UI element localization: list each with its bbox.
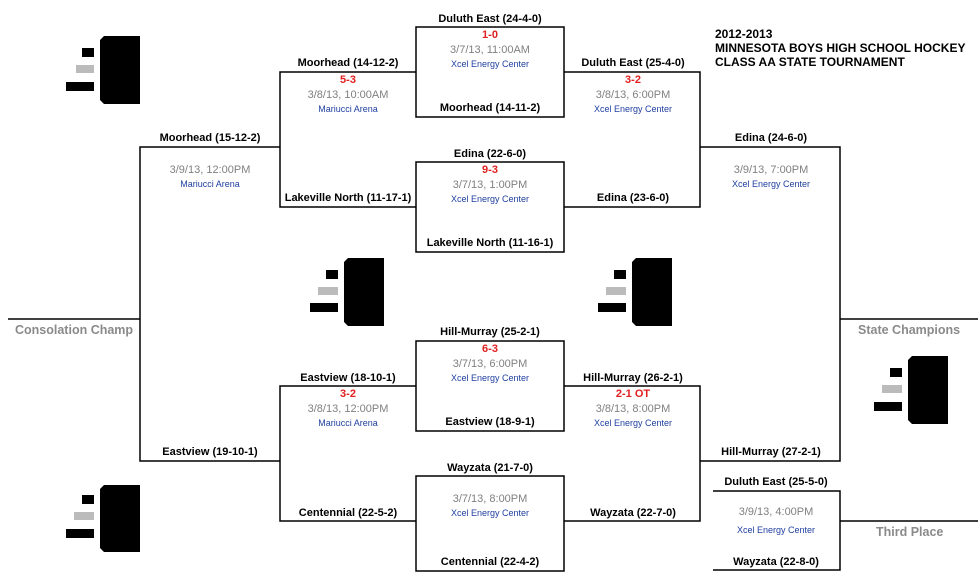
cs1-bottom-team: Lakeville North (11-17-1) bbox=[284, 192, 412, 204]
cs2-venue: Mariucci Arena bbox=[318, 418, 378, 428]
sf1-top-team: Duluth East (25-4-0) bbox=[581, 57, 685, 69]
sf2-top-team: Hill-Murray (26-2-1) bbox=[583, 372, 683, 384]
title-tournament: CLASS AA STATE TOURNAMENT bbox=[715, 55, 905, 69]
cs2-date: 3/8/13, 12:00PM bbox=[307, 403, 389, 415]
qf3-score: 6-3 bbox=[482, 343, 498, 355]
sf2-venue: Xcel Energy Center bbox=[593, 418, 673, 428]
qf1-score: 1-0 bbox=[482, 29, 498, 41]
sf1-venue: Xcel Energy Center bbox=[593, 104, 673, 114]
qf-box-4 bbox=[415, 475, 565, 572]
consolation-champ-label: Consolation Champ bbox=[15, 323, 134, 337]
title-league: MINNESOTA BOYS HIGH SCHOOL HOCKEY bbox=[715, 41, 966, 55]
cs2-score: 3-2 bbox=[340, 388, 356, 400]
qf4-venue: Xcel Energy Center bbox=[450, 508, 530, 518]
qf2-bottom-team: Lakeville North (11-16-1) bbox=[426, 237, 554, 249]
qf1-top-team: Duluth East (24-4-0) bbox=[438, 13, 542, 25]
trophy-icon bbox=[874, 356, 948, 424]
qf4-top-team: Wayzata (21-7-0) bbox=[447, 462, 533, 474]
cs2-top-team: Eastview (18-10-1) bbox=[300, 372, 396, 384]
qf3-bottom-team: Eastview (18-9-1) bbox=[445, 416, 535, 428]
third-bottom-team: Wayzata (22-8-0) bbox=[733, 556, 819, 568]
trophy-icon bbox=[310, 258, 384, 326]
sf1-score: 3-2 bbox=[625, 74, 641, 86]
cs1-score: 5-3 bbox=[340, 74, 356, 86]
qf2-top-team: Edina (22-6-0) bbox=[453, 148, 527, 160]
trophy-icon bbox=[598, 258, 672, 326]
qf1-bottom-team: Moorhead (14-11-2) bbox=[439, 102, 541, 114]
qf2-date: 3/7/13, 1:00PM bbox=[452, 179, 528, 191]
sf2-date: 3/8/13, 8:00PM bbox=[595, 403, 671, 415]
title-season: 2012-2013 bbox=[715, 27, 773, 41]
cs1-top-team: Moorhead (14-12-2) bbox=[297, 57, 399, 69]
sf1-date: 3/8/13, 6:00PM bbox=[595, 89, 671, 101]
sf1-bottom-team: Edina (23-6-0) bbox=[596, 192, 670, 204]
final-venue: Xcel Energy Center bbox=[731, 179, 811, 189]
cs1-venue: Mariucci Arena bbox=[318, 104, 378, 114]
final-date: 3/9/13, 7:00PM bbox=[733, 164, 809, 176]
cs2-bottom-team: Centennial (22-5-2) bbox=[298, 507, 398, 519]
qf4-bottom-team: Centennial (22-4-2) bbox=[440, 556, 540, 568]
third-date: 3/9/13, 4:00PM bbox=[738, 506, 814, 518]
state-champions-label: State Champions bbox=[858, 323, 961, 337]
cf-venue: Mariucci Arena bbox=[180, 179, 240, 189]
cf-bottom-team: Eastview (19-10-1) bbox=[162, 446, 258, 458]
trophy-icon bbox=[66, 36, 140, 104]
qf2-score: 9-3 bbox=[482, 164, 498, 176]
final-bottom-team: Hill-Murray (27-2-1) bbox=[721, 446, 821, 458]
qf2-venue: Xcel Energy Center bbox=[450, 194, 530, 204]
sf2-score: 2-1 OT bbox=[615, 388, 651, 400]
cf-top-team: Moorhead (15-12-2) bbox=[159, 132, 261, 144]
trophy-icon bbox=[66, 485, 140, 552]
qf3-top-team: Hill-Murray (25-2-1) bbox=[440, 326, 540, 338]
final-top-team: Edina (24-6-0) bbox=[734, 132, 808, 144]
third-venue: Xcel Energy Center bbox=[736, 525, 816, 535]
cs1-date: 3/8/13, 10:00AM bbox=[307, 89, 389, 101]
qf3-date: 3/7/13, 6:00PM bbox=[452, 358, 528, 370]
qf3-venue: Xcel Energy Center bbox=[450, 373, 530, 383]
qf1-date: 3/7/13, 11:00AM bbox=[450, 44, 530, 56]
cf-date: 3/9/13, 12:00PM bbox=[169, 164, 251, 176]
third-top-team: Duluth East (25-5-0) bbox=[724, 476, 828, 488]
sf2-bottom-team: Wayzata (22-7-0) bbox=[590, 507, 676, 519]
third-place-label: Third Place bbox=[876, 525, 944, 539]
qf1-venue: Xcel Energy Center bbox=[450, 59, 530, 69]
qf4-date: 3/7/13, 8:00PM bbox=[452, 493, 528, 505]
